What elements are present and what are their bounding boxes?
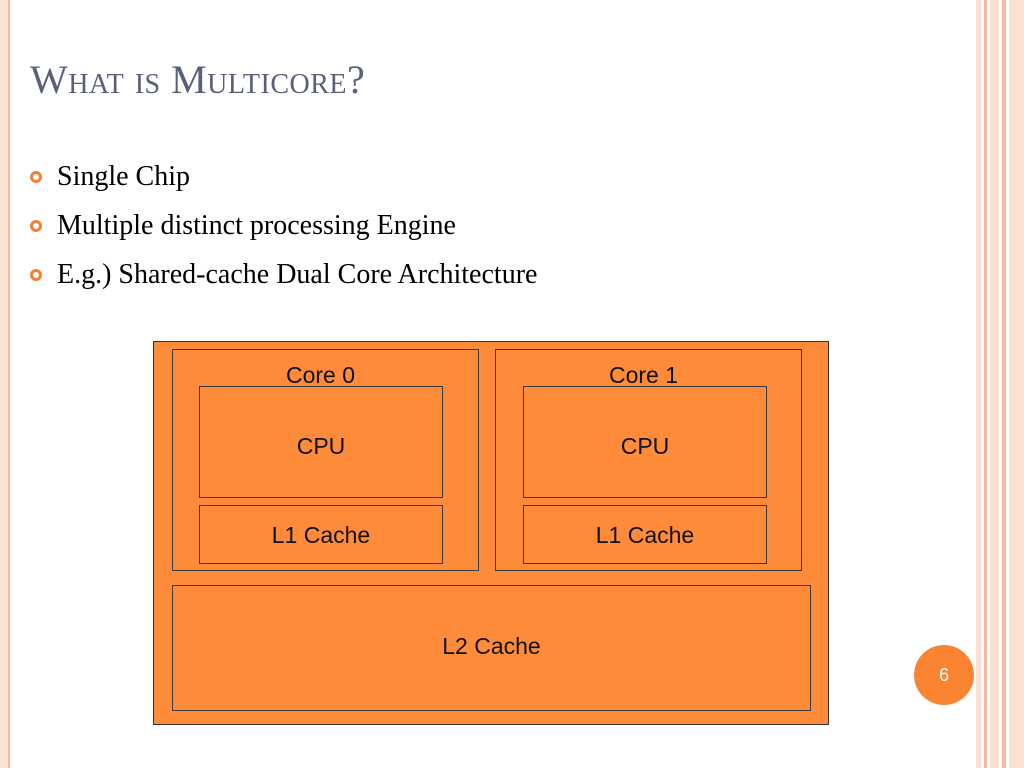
slide-frame-stripe (976, 0, 982, 768)
core-1-box: Core 1 CPU L1 Cache (495, 349, 802, 571)
bullet-item: Multiple distinct processing Engine (30, 201, 537, 250)
bullet-text: E.g.) Shared-cache Dual Core Architectur… (57, 258, 538, 290)
core-0-cpu-label: CPU (296, 433, 346, 459)
page-number: 6 (938, 664, 949, 685)
core-0-box: Core 0 CPU L1 Cache (172, 349, 479, 571)
bullet-text: Single Chip (57, 160, 191, 192)
slide-frame-stripe (1002, 0, 1006, 768)
core-1-cpu-label: CPU (620, 433, 670, 459)
bullet-circle-icon (30, 268, 42, 281)
page-number-badge: 6 (914, 645, 974, 705)
bullet-item: Single Chip (30, 152, 537, 201)
core-1-l1-box: L1 Cache (523, 505, 767, 564)
slide-frame-stripe (1009, 0, 1024, 768)
core-1-label: Core 1 (608, 362, 679, 388)
slide-frame-left (0, 0, 10, 768)
core-0-cpu-box: CPU (199, 386, 443, 498)
bullet-item: E.g.) Shared-cache Dual Core Architectur… (30, 250, 537, 299)
l2-cache-box: L2 Cache (172, 585, 811, 711)
core-1-l1-label: L1 Cache (595, 522, 695, 548)
bullet-circle-icon (30, 219, 42, 232)
core-1-cpu-box: CPU (523, 386, 767, 498)
bullet-text: Multiple distinct processing Engine (57, 209, 456, 241)
slide-title: What is Multicore? (30, 57, 366, 102)
l2-cache-label: L2 Cache (442, 633, 541, 659)
bullet-circle-icon (30, 170, 42, 183)
bullet-list: Single Chip Multiple distinct processing… (30, 152, 537, 299)
core-0-l1-box: L1 Cache (199, 505, 443, 564)
core-0-l1-label: L1 Cache (271, 522, 371, 548)
slide-frame-stripe (990, 0, 999, 768)
slide-frame-stripe (984, 0, 987, 768)
core-0-label: Core 0 (285, 362, 356, 388)
dual-core-diagram: Core 0 CPU L1 Cache Core 1 CPU L1 Cache … (153, 341, 829, 725)
